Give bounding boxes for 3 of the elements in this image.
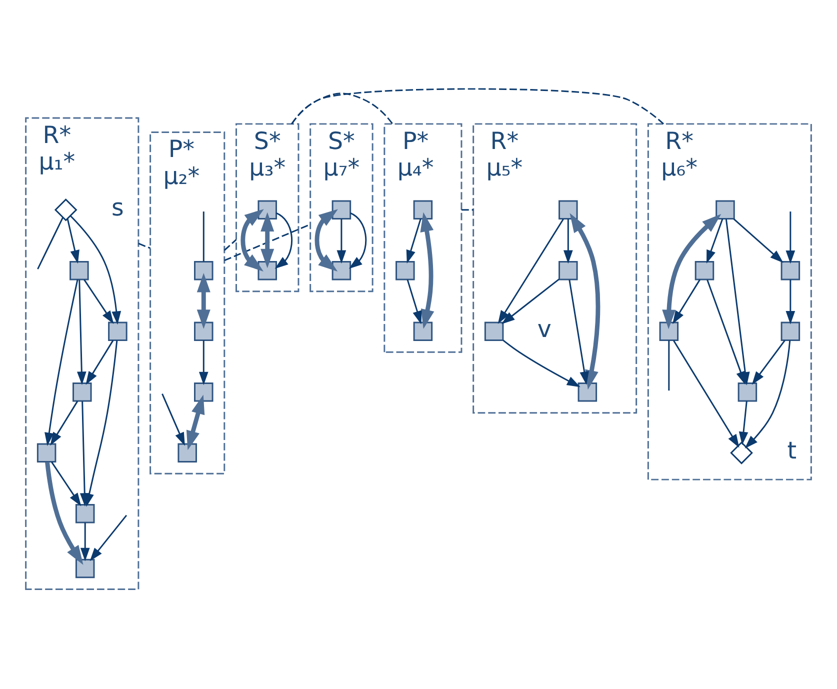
node-label: s xyxy=(112,193,124,222)
node-label: t xyxy=(787,436,797,464)
node-label: v xyxy=(537,314,552,343)
